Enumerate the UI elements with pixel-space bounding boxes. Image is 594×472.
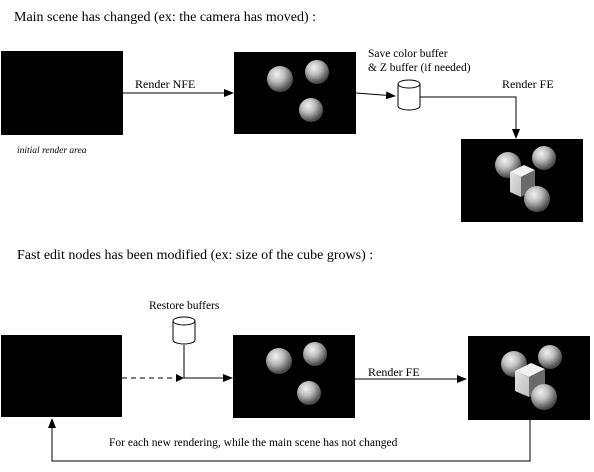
loop-back-arrow xyxy=(48,418,531,462)
initial-render-area-box xyxy=(1,51,123,135)
section2-heading: Fast edit nodes has been modified (ex: s… xyxy=(17,248,374,263)
restore-arrow xyxy=(183,345,233,382)
save-buffer-cylinder xyxy=(397,79,421,111)
initial-render-area-caption: initial render area xyxy=(17,146,87,156)
save-buffers-label-1: Save color buffer xyxy=(368,48,448,60)
to-save-arrow xyxy=(355,91,396,100)
restore-arrowhead-left xyxy=(176,374,184,382)
save-buffers-label-2: & Z buffer (if needed) xyxy=(368,62,471,74)
nfe-render-box xyxy=(234,52,356,134)
section1-heading: Main scene has changed (ex: the camera h… xyxy=(14,10,317,25)
initial-render-area-box-2 xyxy=(1,335,122,417)
saved-spheres xyxy=(266,342,327,405)
restore-buffers-label: Restore buffers xyxy=(149,300,220,312)
render-fe-arrow-1 xyxy=(420,96,520,139)
render-nfe-label: Render NFE xyxy=(135,77,196,91)
nfe-spheres xyxy=(267,60,329,122)
saved-render-box xyxy=(233,335,355,418)
restore-buffer-cylinder xyxy=(172,316,196,345)
fe-scene-1 xyxy=(495,146,556,212)
fe-scene-2 xyxy=(501,345,562,410)
loop-caption: For each new rendering, while the main s… xyxy=(109,437,398,449)
render-fe-label-2: Render FE xyxy=(368,365,420,379)
render-fe-label-1: Render FE xyxy=(502,77,554,91)
